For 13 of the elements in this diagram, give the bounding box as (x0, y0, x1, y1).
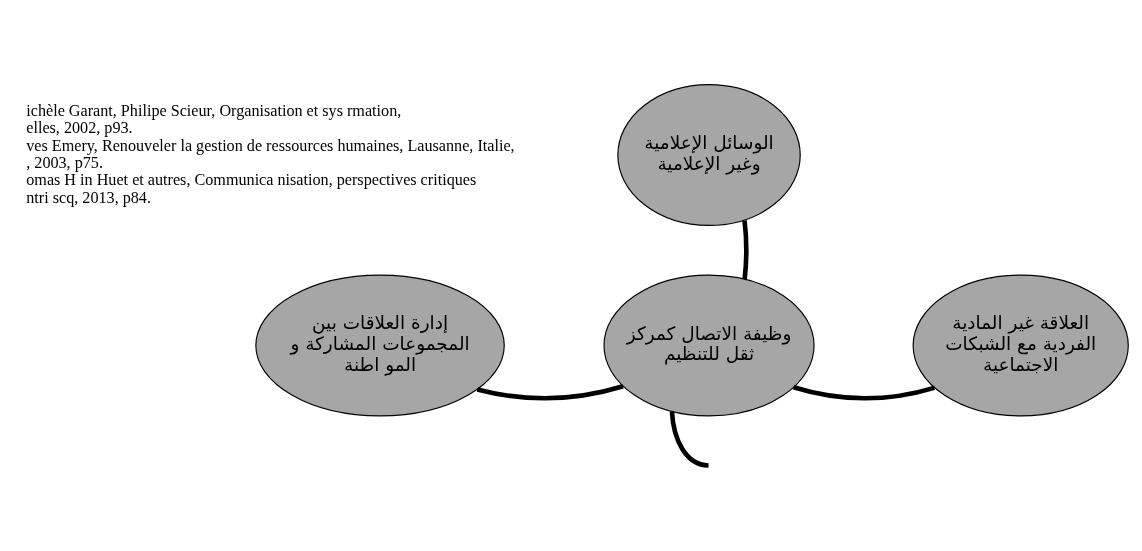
label: omas H in Huet et autres, Communica nisation, perspectives critiques (26, 171, 477, 189)
connector (476, 384, 624, 401)
node-ellipse: وظيفة الاتصال كمركز ثقل للتنظيم (603, 274, 815, 417)
node-ellipse: العلاقة غير المادية الفردية مع الشبكات الاجتماعية (912, 274, 1129, 417)
connector (793, 385, 935, 401)
label: elles, 2002, p93. (26, 119, 133, 137)
node-ellipse: إدارة العلاقات بين المجموعات المشاركة و المو اطنة (255, 274, 505, 417)
connector (669, 411, 709, 468)
node-ellipse: الوسائل الإعلامية وغير الإعلامية (617, 84, 801, 227)
label: ves Emery, Renouveler la gestion de ressources humaines, Lausanne, Italie, (26, 136, 515, 154)
connector (742, 220, 749, 280)
label: ichèle Garant, Philipe Scieur, Organisation et sys rmation, (26, 102, 402, 120)
label: ntri scq, 2013, p84. (26, 188, 152, 206)
